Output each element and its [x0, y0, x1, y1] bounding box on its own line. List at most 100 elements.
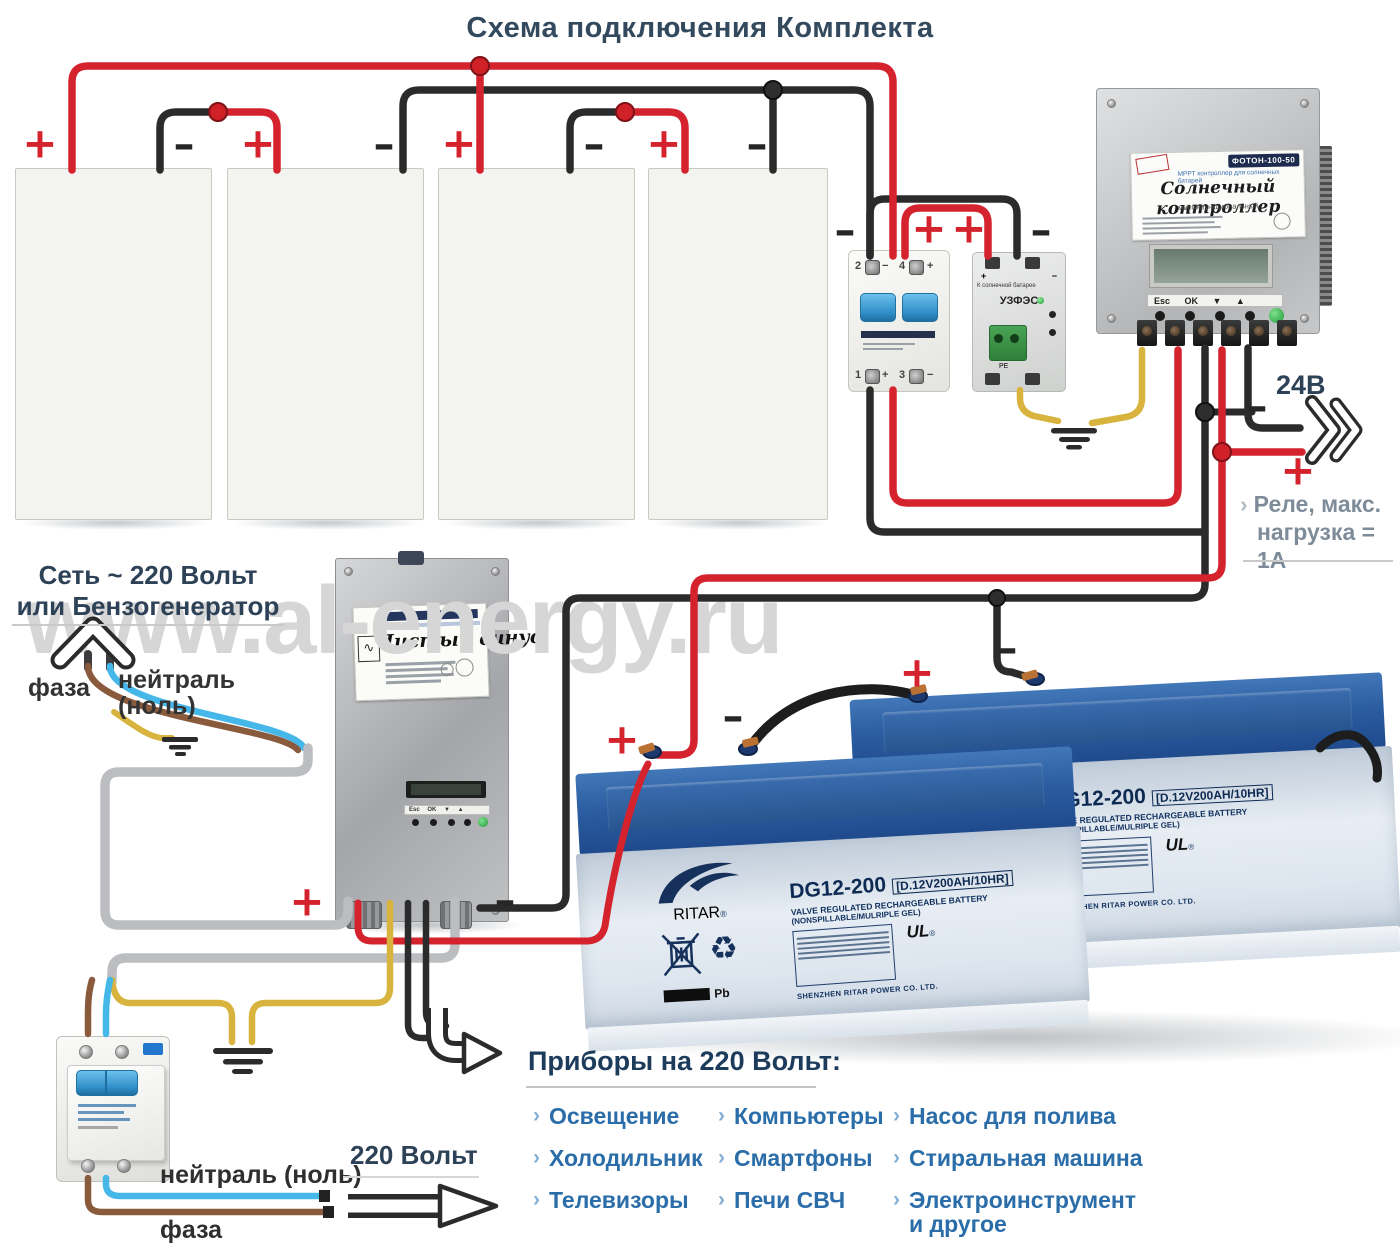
chevron-icon: ›	[893, 1104, 900, 1127]
up-button[interactable]	[1245, 311, 1255, 321]
arrow-mains-input	[50, 616, 136, 670]
screw	[1300, 314, 1309, 323]
controller-heatsink	[1317, 146, 1332, 306]
breaker-to-controller-positive	[889, 346, 1182, 507]
wire-end-connector	[323, 1206, 334, 1218]
neutral-label-top: нейтраль(ноль)	[118, 666, 236, 720]
ground-symbol-bottom	[213, 1048, 273, 1074]
breaker-label: 3	[899, 369, 906, 381]
breaker-sign: +	[927, 260, 934, 272]
appliance-label: Стиральная машина	[909, 1145, 1143, 1171]
inverter-button[interactable]	[412, 819, 419, 826]
uzfes-subtitle: К солнечной батарее	[977, 283, 1036, 289]
neutral-output	[102, 1174, 324, 1200]
inverter-power-button[interactable]	[478, 817, 488, 827]
uzfes-button[interactable]	[1049, 311, 1056, 318]
uzfes-terminal	[985, 373, 1000, 385]
inverter-button[interactable]	[430, 819, 437, 826]
pv-circuit-breaker: 2 − 4 + 1 + 3 −	[848, 250, 950, 392]
minus-mark: –	[494, 875, 516, 925]
uzfes-plus: +	[981, 271, 987, 281]
ac-output-cable	[107, 896, 460, 987]
appliance-label: Печи СВЧ	[734, 1187, 846, 1213]
ground-symbol-controller	[1051, 428, 1097, 450]
breaker-fineprint	[863, 348, 903, 350]
plus-mark: +	[289, 876, 325, 926]
rcd-fineprint	[78, 1104, 136, 1107]
screw	[1300, 99, 1309, 108]
appliance-label: Насос для полива	[909, 1103, 1116, 1129]
inverter-button[interactable]	[448, 819, 455, 826]
down-button[interactable]	[1215, 311, 1225, 321]
screw	[491, 567, 500, 576]
uzfes-name: УЗФЭС	[999, 295, 1039, 307]
mains-line2: или Бензогенератор	[16, 591, 280, 621]
wire-end-connector	[319, 1190, 330, 1202]
screw	[1107, 99, 1116, 108]
inverter-lcd	[406, 781, 486, 798]
battery-jumper-cable	[743, 684, 923, 755]
solar-controller: ФОТОН-100-50 MPPT контроллер для солнечн…	[1096, 88, 1320, 346]
uzfes-green-terminal	[989, 325, 1027, 361]
chevron-icon: ›	[533, 1104, 540, 1127]
minus-mark: –	[1246, 381, 1268, 431]
breaker-lever[interactable]	[902, 293, 938, 322]
breaker-terminal	[909, 260, 924, 275]
phase-output	[84, 1174, 328, 1216]
power-button[interactable]	[1269, 308, 1284, 323]
phase-to-rcd	[84, 976, 96, 1038]
ok-button[interactable]	[1185, 311, 1195, 321]
breaker-lever[interactable]	[860, 293, 896, 322]
breaker-label: 2	[855, 260, 862, 272]
neutral-wire-top	[106, 662, 308, 752]
minus-mark: –	[373, 119, 395, 169]
appliance-label: Холодильник	[549, 1145, 703, 1171]
minus-mark: –	[834, 205, 856, 255]
pv-negative-bus	[399, 86, 874, 260]
plus-mark: +	[911, 203, 947, 253]
battery-positive-wire	[654, 346, 1226, 759]
plus-mark: +	[899, 647, 935, 697]
rcd-lever[interactable]	[76, 1070, 138, 1096]
plus-mark: +	[22, 118, 58, 168]
uzfes-button[interactable]	[1049, 329, 1056, 336]
chevron-icon: ›	[718, 1104, 725, 1127]
controller-ground-wire	[1088, 346, 1146, 427]
rule-220v	[343, 1176, 479, 1178]
arrow-220v-output	[348, 1183, 499, 1229]
appliances-heading: Приборы на 220 Вольт:	[528, 1046, 842, 1076]
chevron-icon: ›	[718, 1146, 725, 1169]
label-24v: 24В	[1276, 370, 1326, 400]
minus-mark: –	[1030, 205, 1052, 255]
rcd-breaker	[56, 1036, 170, 1182]
chevron-icon: ›	[718, 1188, 725, 1211]
uzfes-terminal	[1025, 373, 1040, 385]
uzfes-minus: −	[1051, 271, 1057, 281]
plus-mark: +	[1280, 445, 1316, 495]
battery2-negative-wire	[993, 594, 1035, 682]
negative-bus-to-inverter	[476, 344, 1209, 912]
crossed-bin-icon	[661, 932, 702, 977]
appliance-item: ›Холодильник	[533, 1146, 703, 1170]
appliance-label: Освещение	[549, 1103, 680, 1129]
positive-link-uzfes	[901, 204, 992, 260]
rcd-fineprint	[78, 1118, 130, 1121]
appliance-item: › Освещение	[533, 1104, 679, 1128]
label-220v: 220 Вольт	[350, 1140, 478, 1170]
rcd-terminal	[81, 1159, 95, 1173]
rcd-fineprint	[78, 1111, 124, 1114]
inverter-button[interactable]	[464, 819, 471, 826]
battery2-cable-drape	[1315, 730, 1382, 783]
arrow-appliances	[426, 1008, 503, 1075]
minus-mark: –	[996, 623, 1018, 673]
appliance-item: ›Компьютеры	[718, 1104, 884, 1128]
rcd-terminal	[115, 1045, 129, 1059]
esc-button[interactable]	[1155, 311, 1165, 321]
phase-wire-top	[84, 662, 302, 754]
controller-lcd	[1149, 244, 1273, 288]
uzfes-ground-wire	[1016, 386, 1062, 425]
breaker-terminal	[909, 369, 924, 384]
chevron-icon: ›	[893, 1188, 900, 1211]
plus-mark: +	[951, 203, 987, 253]
chevron-icon: ›	[893, 1146, 900, 1169]
